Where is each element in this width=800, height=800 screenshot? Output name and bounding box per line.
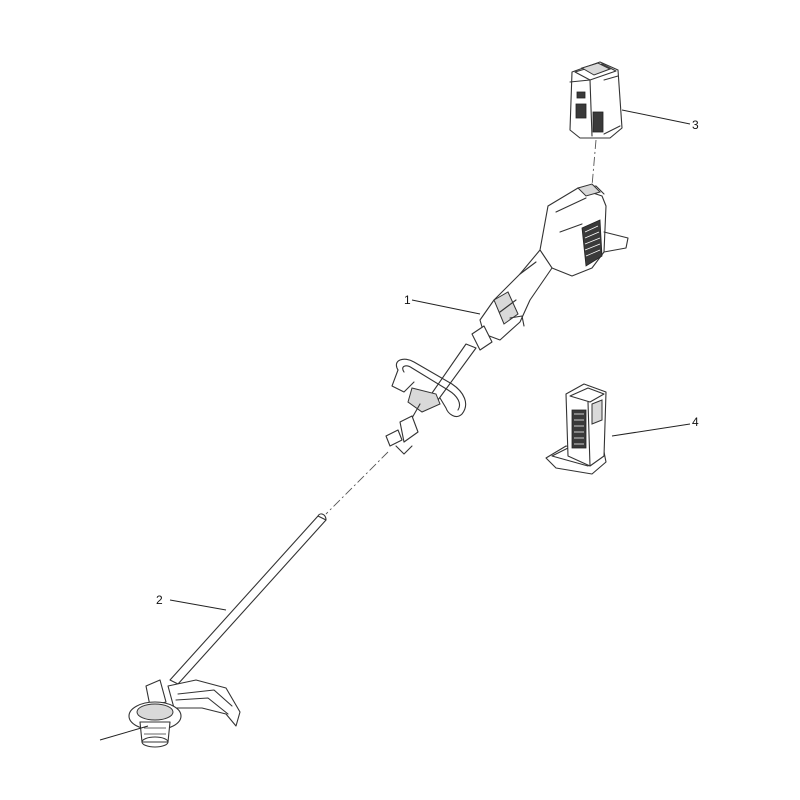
charger-illustration xyxy=(545,383,607,475)
leader-line-spool xyxy=(99,725,149,741)
upper-shaft-illustration xyxy=(385,343,477,455)
callout-4: 4 xyxy=(692,415,699,429)
shaft-alignment-line xyxy=(325,451,389,515)
leader-line-2 xyxy=(169,599,227,611)
lower-shaft-illustration xyxy=(128,513,327,748)
callout-3: 3 xyxy=(692,118,699,132)
callout-2: 2 xyxy=(156,593,163,607)
leader-line-1 xyxy=(411,299,481,315)
callout-1: 1 xyxy=(404,293,411,307)
leader-line-3 xyxy=(621,109,691,125)
leader-line-4 xyxy=(611,423,691,437)
power-head-illustration xyxy=(471,183,629,351)
battery-illustration xyxy=(569,61,623,139)
battery-alignment-line xyxy=(591,139,597,187)
